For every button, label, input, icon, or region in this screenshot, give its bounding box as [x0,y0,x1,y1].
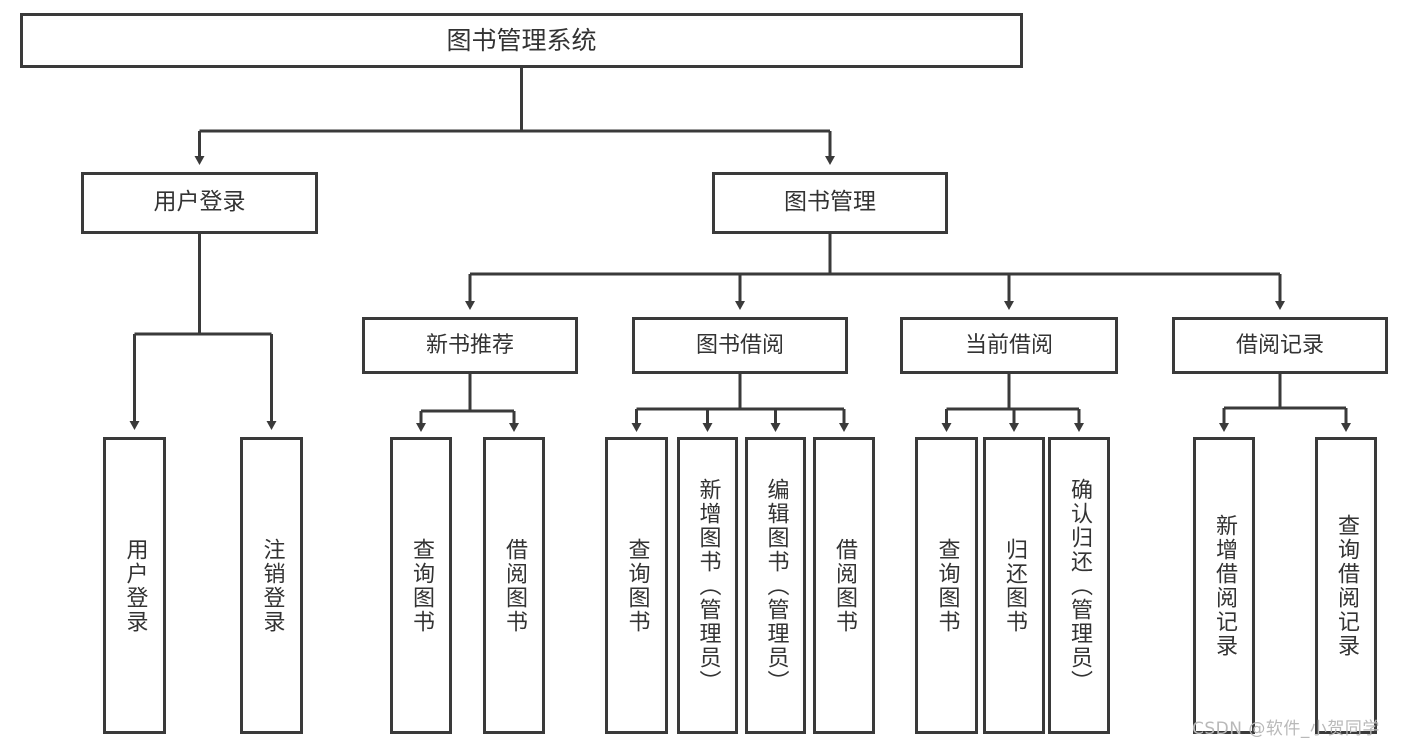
leaf-query-record-label: 查询借阅记录 [1334,513,1359,658]
leaf-user-login-label: 用户登录 [122,537,148,634]
node-book-borrow-label: 图书借阅 [695,332,784,358]
node-borrow-record[interactable]: 借阅记录 [1172,317,1388,374]
leaf-borrow-book-2[interactable]: 借阅图书 [813,437,875,734]
leaf-add-book[interactable]: 新增图书（管理员） [677,437,738,734]
node-user-login-label: 用户登录 [153,189,246,216]
leaf-user-login[interactable]: 用户登录 [103,437,166,734]
leaf-logout[interactable]: 注销登录 [240,437,303,734]
leaf-edit-book-label: 编辑图书（管理员） [763,477,789,694]
leaf-return-book[interactable]: 归还图书 [983,437,1045,734]
node-root-label: 图书管理系统 [446,25,597,55]
node-user-login[interactable]: 用户登录 [81,172,318,234]
leaf-query-book-2[interactable]: 查询图书 [605,437,668,734]
leaf-query-book-1[interactable]: 查询图书 [390,437,452,734]
leaf-query-book-3-label: 查询图书 [934,537,960,634]
csdn-watermark: CSDN @软件_小贺同学 [1192,719,1380,739]
node-current-borrow[interactable]: 当前借阅 [900,317,1118,374]
node-book-borrow[interactable]: 图书借阅 [632,317,848,374]
node-book-manage[interactable]: 图书管理 [712,172,948,234]
node-new-book-rec-label: 新书推荐 [425,332,514,358]
leaf-add-book-label: 新增图书（管理员） [695,477,721,694]
node-book-manage-label: 图书管理 [784,189,876,216]
node-new-book-rec[interactable]: 新书推荐 [362,317,578,374]
leaf-confirm-return-label: 确认归还（管理员） [1067,477,1092,694]
leaf-confirm-return[interactable]: 确认归还（管理员） [1048,437,1110,734]
leaf-borrow-book-1[interactable]: 借阅图书 [483,437,545,734]
leaf-edit-book[interactable]: 编辑图书（管理员） [745,437,806,734]
leaf-add-record-label: 新增借阅记录 [1212,513,1237,658]
leaf-query-book-1-label: 查询图书 [409,537,434,634]
leaf-query-record[interactable]: 查询借阅记录 [1315,437,1377,734]
leaf-borrow-book-1-label: 借阅图书 [502,537,527,634]
node-root[interactable]: 图书管理系统 [20,13,1023,68]
leaf-query-book-3[interactable]: 查询图书 [915,437,978,734]
node-current-borrow-label: 当前借阅 [964,332,1053,358]
leaf-borrow-book-2-label: 借阅图书 [832,537,857,634]
node-borrow-record-label: 借阅记录 [1235,332,1324,358]
leaf-add-record[interactable]: 新增借阅记录 [1193,437,1255,734]
leaf-query-book-2-label: 查询图书 [624,537,650,634]
leaf-logout-label: 注销登录 [259,537,285,634]
leaf-return-book-label: 归还图书 [1002,537,1027,634]
